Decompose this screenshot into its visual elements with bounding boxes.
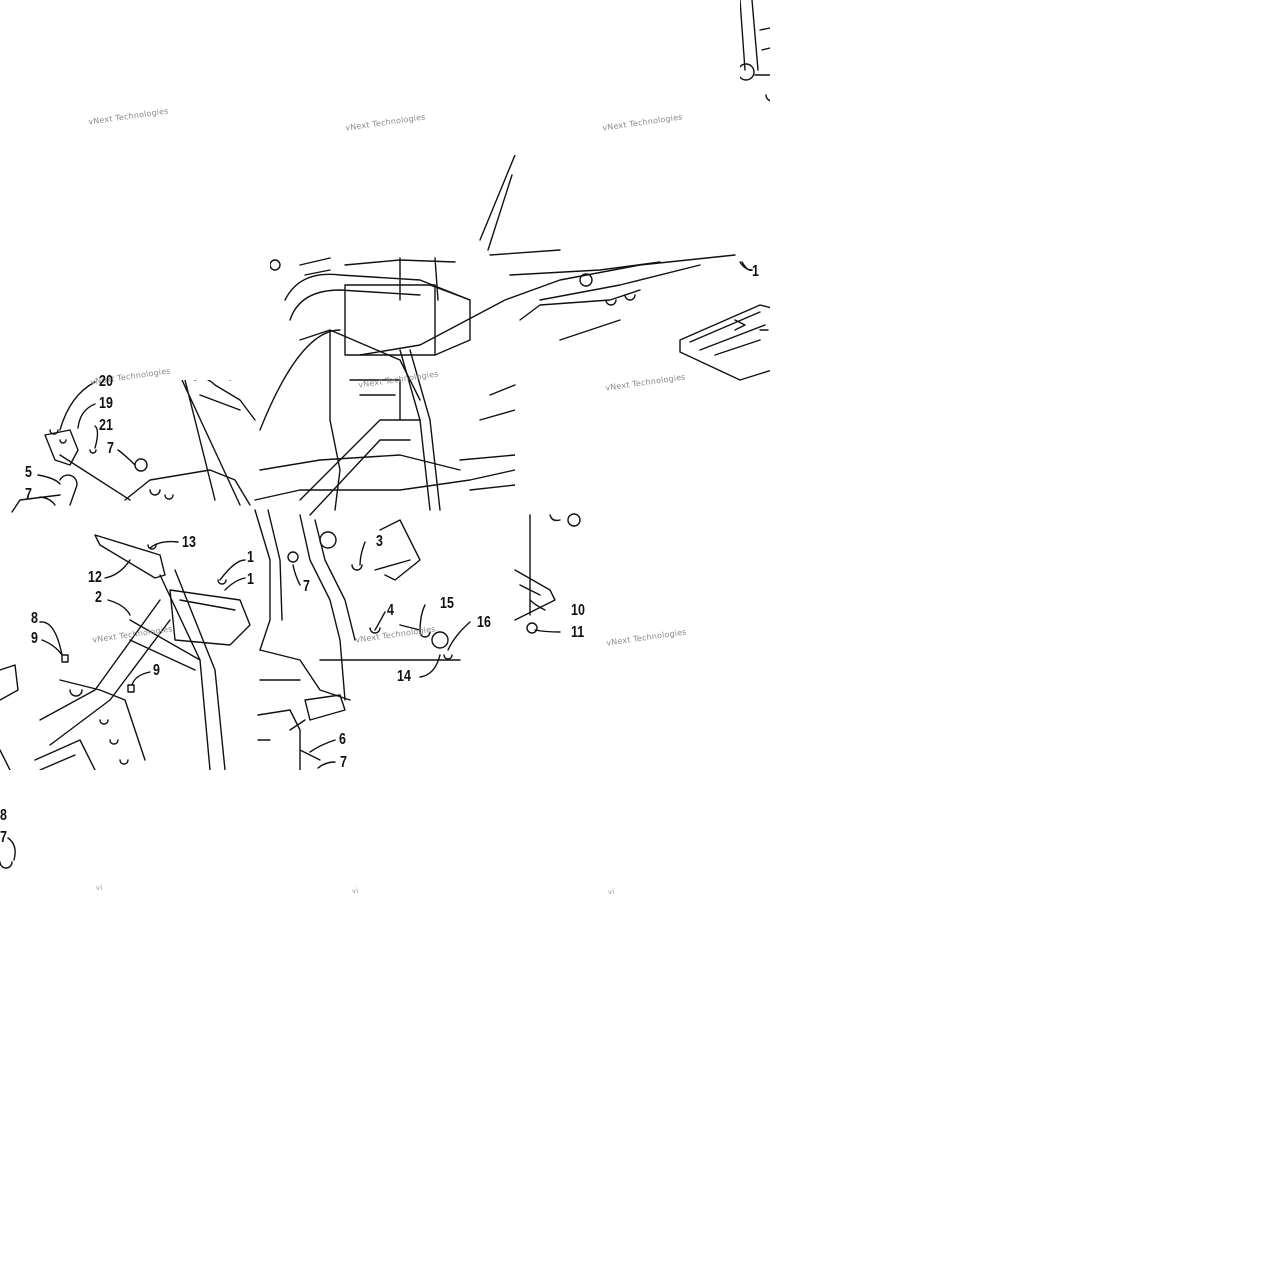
callout-2: 2 (95, 589, 102, 606)
callout-4: 4 (387, 602, 394, 619)
callout-8: 8 (31, 610, 38, 627)
callout-6: 6 (339, 731, 346, 748)
watermark-fragment: vi (351, 886, 360, 896)
callout-12: 12 (88, 569, 102, 586)
callout-13: 13 (182, 534, 196, 551)
callout-1: 1 (247, 571, 254, 588)
callout-10: 10 (571, 602, 585, 619)
callout-5: 5 (25, 464, 32, 481)
callout-7: 7 (303, 578, 310, 595)
callout-9: 9 (153, 662, 160, 679)
callout-11: 11 (571, 624, 585, 641)
callout-7: 7 (0, 829, 7, 846)
callout-7: 7 (25, 486, 32, 503)
callout-15: 15 (440, 595, 454, 612)
callout-3: 3 (376, 533, 383, 550)
callout-14: 14 (397, 668, 411, 685)
callout-7: 7 (107, 440, 114, 457)
callout-1: 1 (752, 263, 759, 280)
callout-21: 21 (99, 417, 113, 434)
callout-1: 1 (247, 549, 254, 566)
callout-9: 9 (31, 630, 38, 647)
callout-20: 20 (99, 373, 113, 390)
watermark-fragment: vi (95, 883, 104, 893)
callout-7: 7 (340, 754, 347, 771)
watermark-fragment: vi (607, 887, 616, 897)
callout-16: 16 (477, 614, 491, 631)
callout-19: 19 (99, 395, 113, 412)
callout-8: 8 (0, 807, 7, 824)
